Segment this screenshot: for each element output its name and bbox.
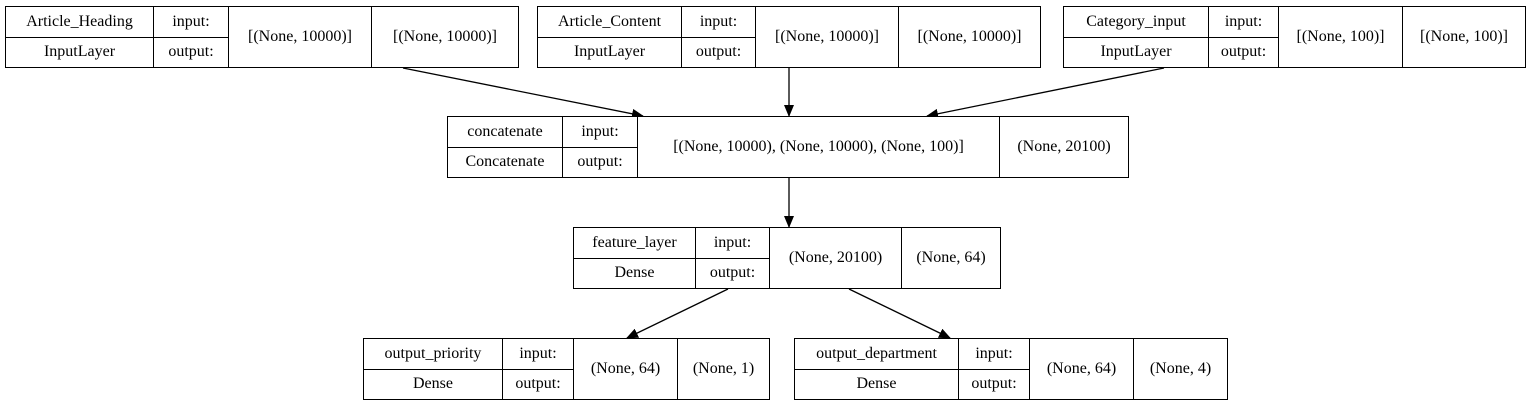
layer-name: feature_layer	[592, 233, 677, 251]
input-port-label: input:	[975, 344, 1013, 362]
node-article-heading: Article_Heading InputLayer input: output…	[5, 6, 519, 68]
layer-name: Category_input	[1086, 12, 1186, 30]
node-concatenate: concatenate Concatenate input: output: […	[447, 116, 1129, 178]
output-shape: [(None, 100)]	[1420, 28, 1508, 45]
layer-type: InputLayer	[6, 36, 153, 68]
output-port-label: output:	[503, 368, 573, 400]
output-port-label: output:	[696, 257, 769, 289]
layer-type: Dense	[364, 368, 502, 400]
node-output-department: output_department Dense input: output: (…	[794, 338, 1228, 400]
input-shape: (None, 64)	[1046, 360, 1117, 377]
input-port-label: input:	[1224, 12, 1263, 30]
node-feature-layer: feature_layer Dense input: output: (None…	[573, 227, 1001, 289]
layer-type: Concatenate	[448, 146, 562, 178]
edge-feature-layer-to-output-department	[848, 288, 951, 339]
layer-type: Dense	[574, 257, 695, 289]
output-shape: (None, 4)	[1149, 360, 1212, 377]
input-shape: (None, 64)	[590, 360, 661, 377]
output-port-label: output:	[154, 36, 228, 68]
input-shape: [(None, 10000)]	[248, 28, 352, 45]
output-port-label: output:	[1209, 36, 1278, 68]
output-shape: (None, 20100)	[1017, 138, 1111, 155]
input-port-label: input:	[581, 122, 619, 140]
output-port-label: output:	[682, 36, 755, 68]
layer-name: Article_Heading	[26, 12, 133, 30]
output-shape: (None, 64)	[916, 249, 986, 266]
input-port-label: input:	[699, 12, 738, 30]
layer-name: output_department	[816, 344, 937, 362]
node-article-content: Article_Content InputLayer input: output…	[537, 6, 1041, 68]
output-port-label: output:	[563, 146, 637, 178]
input-shape: [(None, 100)]	[1296, 28, 1385, 45]
output-shape: [(None, 10000)]	[393, 28, 497, 45]
layer-name: output_priority	[384, 344, 482, 362]
input-shape: [(None, 10000)]	[775, 28, 879, 45]
output-port-label: output:	[959, 368, 1029, 400]
edge-feature-layer-to-output-priority	[626, 288, 729, 339]
input-port-label: input:	[172, 12, 210, 30]
edge-category-input-to-concatenate	[926, 67, 1165, 119]
layer-name: concatenate	[467, 122, 543, 140]
layer-type: InputLayer	[538, 36, 681, 68]
layer-name: Article_Content	[557, 12, 662, 30]
layer-type: Dense	[795, 368, 958, 400]
output-shape: [(None, 10000)]	[917, 28, 1022, 45]
edge-article-heading-to-concatenate	[402, 67, 644, 119]
node-output-priority: output_priority Dense input: output: (No…	[363, 338, 770, 400]
layer-type: InputLayer	[1064, 36, 1208, 68]
input-shape: (None, 20100)	[788, 249, 883, 266]
node-category-input: Category_input InputLayer input: output:…	[1063, 6, 1526, 68]
input-port-label: input:	[519, 344, 557, 362]
input-shape: [(None, 10000), (None, 10000), (None, 10…	[673, 138, 964, 155]
output-shape: (None, 1)	[692, 360, 755, 377]
input-port-label: input:	[713, 233, 752, 251]
